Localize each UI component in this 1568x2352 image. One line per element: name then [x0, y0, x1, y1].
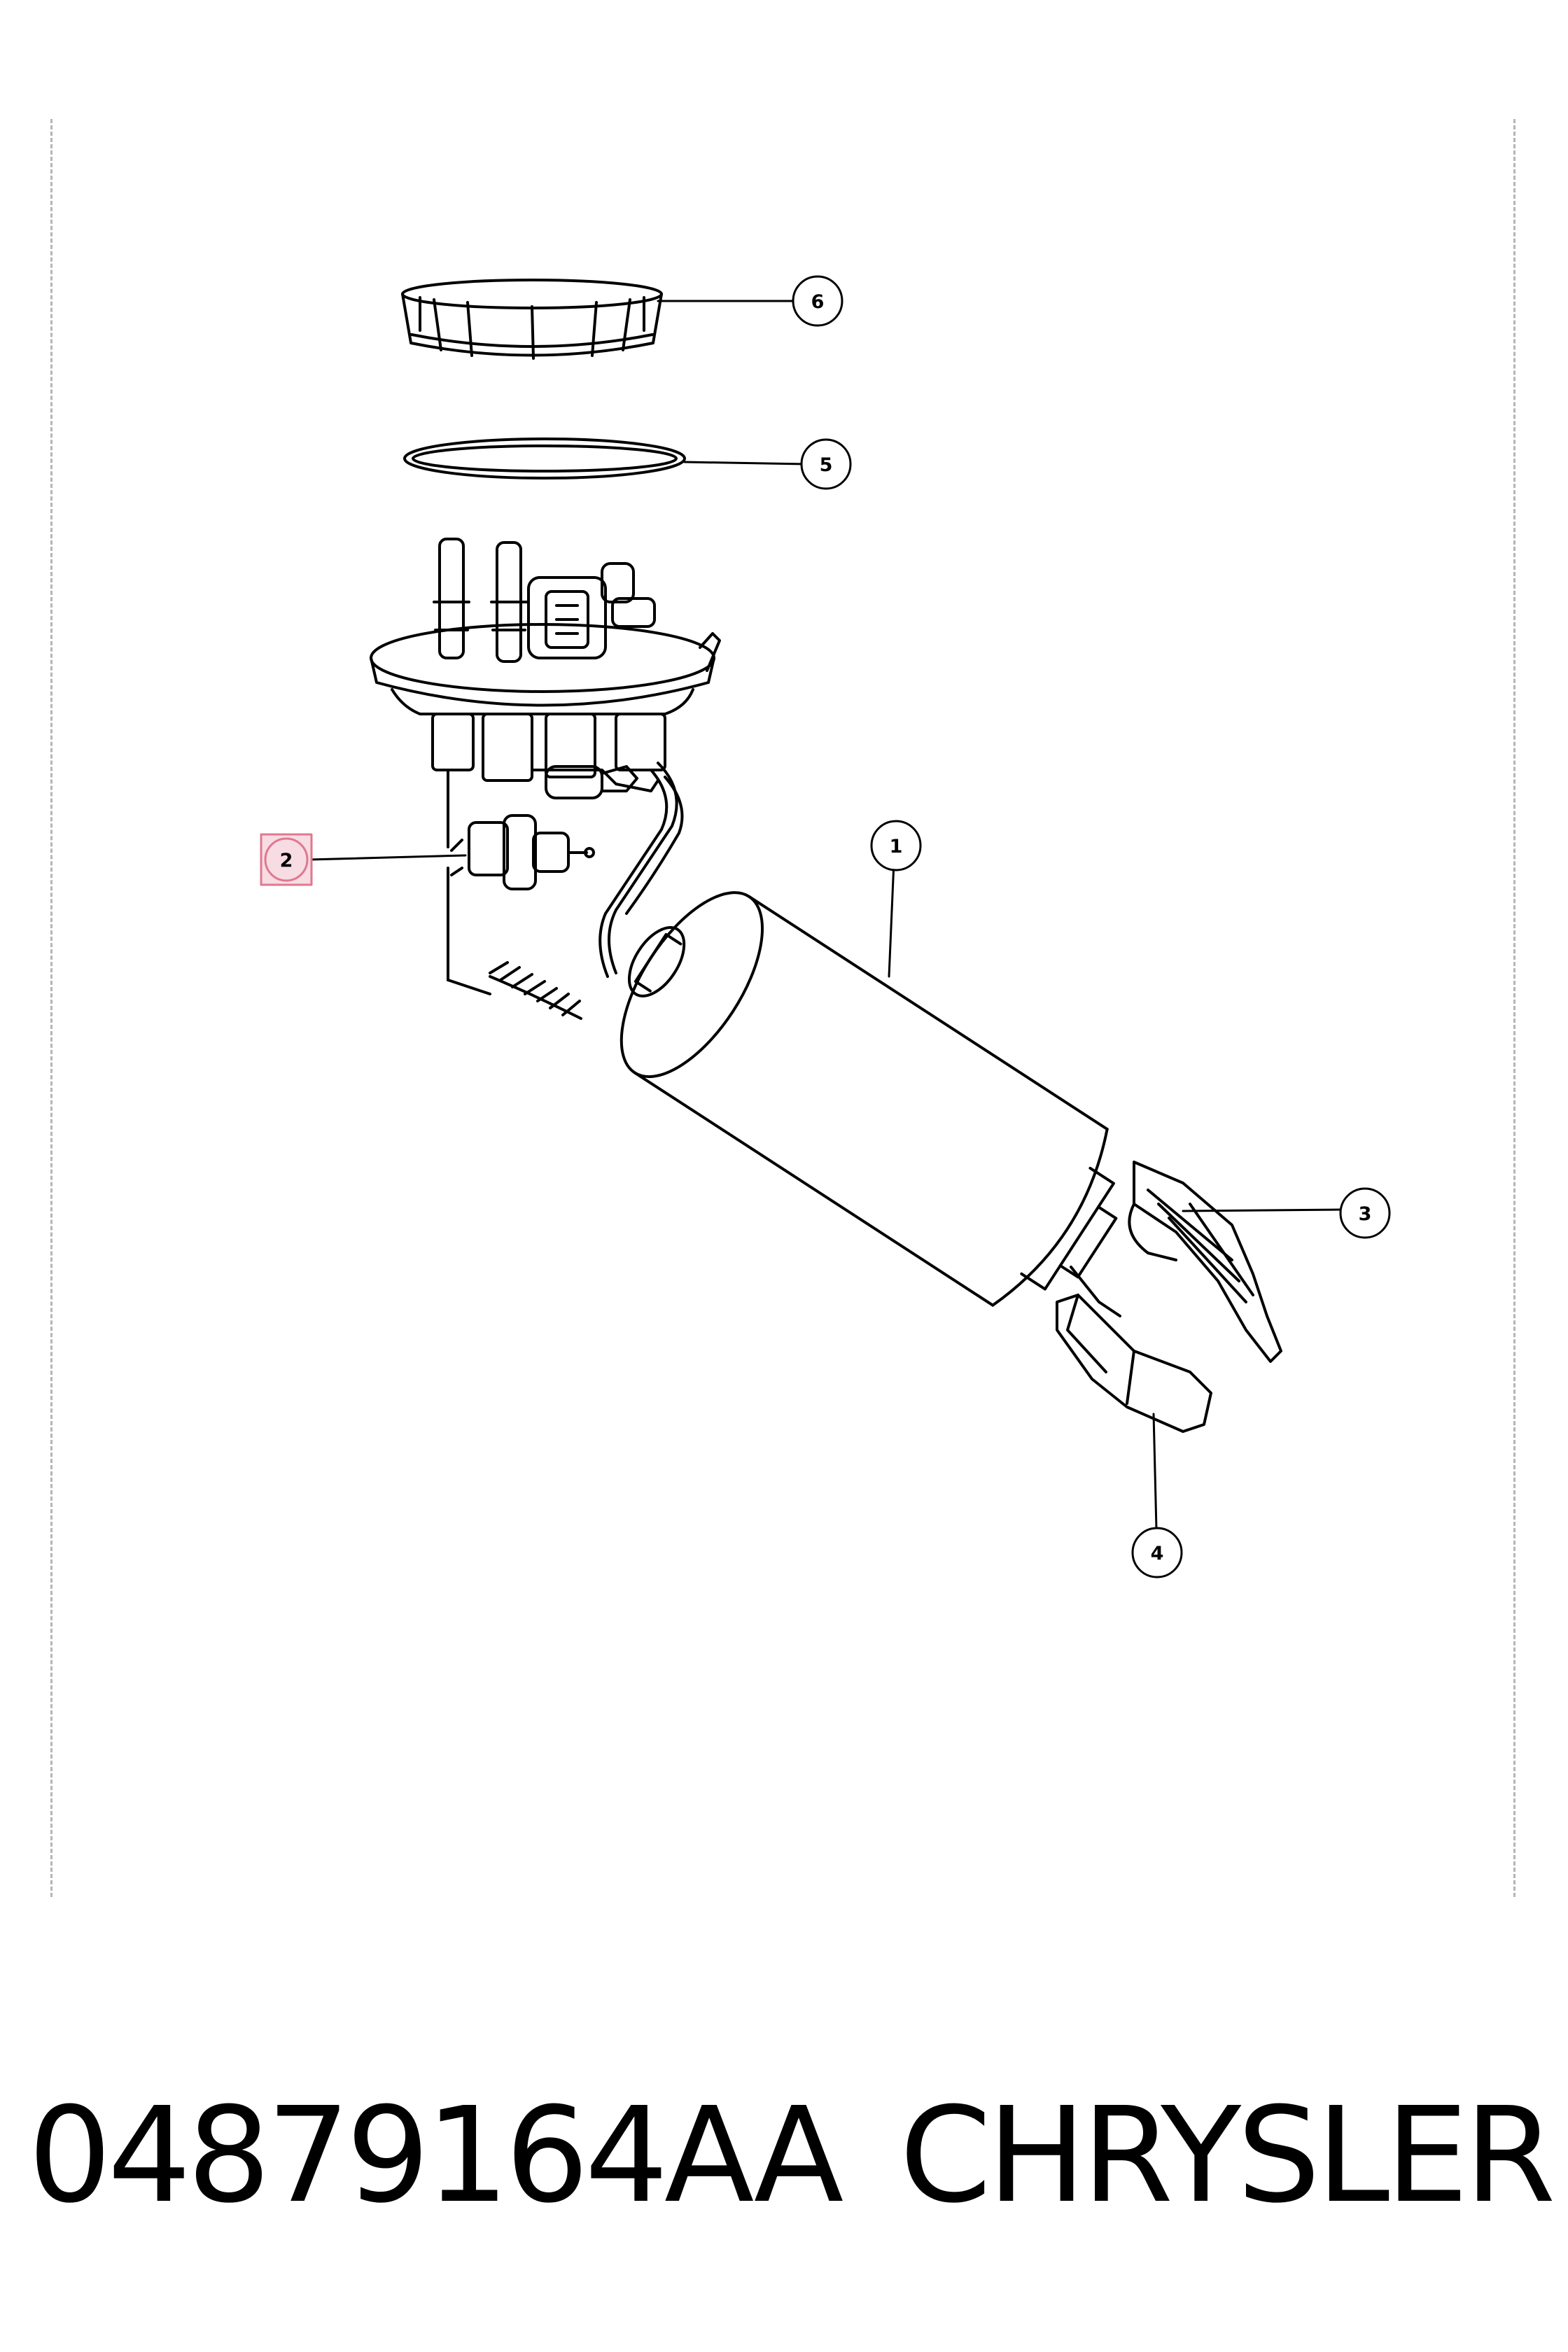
leader-line-2 — [308, 854, 467, 861]
callout-2: 2 — [264, 837, 309, 882]
callout-5-label: 5 — [820, 454, 833, 476]
callout-4-label: 4 — [1151, 1543, 1164, 1564]
callout-3: 3 — [1339, 1187, 1391, 1239]
part-number: 04879164AA — [28, 2079, 844, 2232]
fuel-pump — [620, 891, 1118, 1307]
callout-6: 6 — [792, 275, 844, 327]
callout-6-label: 6 — [811, 291, 825, 313]
callout-2-label: 2 — [280, 850, 293, 872]
manufacturer-name: CHRYSLER — [899, 2079, 1556, 2232]
callout-1-label: 1 — [890, 836, 903, 858]
left-frame-line — [50, 119, 52, 1897]
pressure-regulator — [450, 814, 595, 890]
electrical-connector — [527, 562, 656, 659]
fuel-pump-module-diagram: 6 5 1 2 3 4 — [260, 275, 1391, 1578]
right-frame-line — [1513, 119, 1516, 1897]
lock-ring — [401, 279, 663, 360]
float — [1056, 1266, 1212, 1433]
spring — [489, 961, 582, 1020]
callout-5: 5 — [800, 438, 852, 490]
leader-line-5 — [683, 461, 805, 465]
leader-lines — [308, 300, 1342, 1531]
callout-4: 4 — [1131, 1527, 1183, 1578]
module-flange — [370, 623, 721, 715]
seal-ring — [403, 438, 686, 479]
fuel-tubes — [433, 538, 528, 663]
callout-3-label: 3 — [1359, 1203, 1372, 1225]
reservoir-body — [431, 713, 666, 995]
leader-line-4 — [1152, 1413, 1158, 1531]
fuel-level-sender — [1128, 1161, 1282, 1363]
callout-1: 1 — [870, 820, 922, 872]
wiring-harness — [598, 762, 684, 978]
leader-line-3 — [1182, 1208, 1342, 1212]
